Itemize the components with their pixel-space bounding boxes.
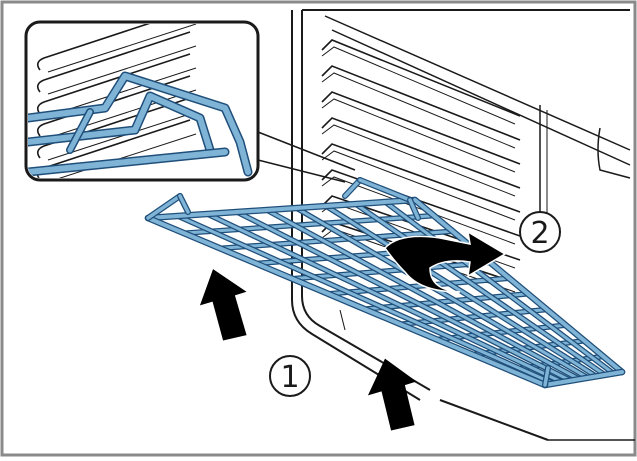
- side-rail-edge: [321, 98, 516, 173]
- side-rail-edge: [321, 124, 516, 197]
- shelf-hook-back-tip: [408, 198, 420, 220]
- side-rail: [321, 91, 521, 165]
- shelf-wire-long: [218, 229, 455, 250]
- shelf-wire-long: [507, 354, 605, 372]
- side-rail-edge: [321, 150, 516, 221]
- shelf-frame-front: [543, 370, 624, 387]
- inset-rail: [36, 31, 191, 93]
- arrow-up-icon: [367, 358, 417, 431]
- step-1-label: 1: [280, 360, 299, 395]
- side-rail-edge: [321, 176, 516, 245]
- shelf-wire-cross: [176, 214, 556, 386]
- shelf-wire-long: [399, 307, 549, 326]
- inset-rail-edge: [47, 24, 197, 73]
- side-rail-edge: [321, 46, 516, 125]
- shelf-wire-long: [363, 292, 530, 311]
- inset-rail: [36, 97, 191, 159]
- shelf-wire-cross: [235, 210, 573, 383]
- shelf-wire-long: [326, 276, 511, 296]
- detail-inset: [24, 20, 260, 182]
- shelf-frame-left: [146, 216, 547, 387]
- shelf-wire-long: [471, 339, 586, 357]
- shelf-wire-long: [435, 323, 568, 341]
- shelf-hook-left-tip: [178, 194, 190, 214]
- side-rail: [321, 117, 521, 189]
- step-2-badge: 2: [519, 211, 561, 253]
- shelf-hook-left: [146, 194, 182, 220]
- side-rail: [321, 65, 521, 141]
- shelf-wire-cross: [205, 212, 564, 384]
- inset-rail: [36, 75, 191, 137]
- step-2-label: 2: [530, 216, 549, 251]
- shelf-wire-long: [182, 214, 436, 235]
- side-rail-edge: [321, 72, 516, 149]
- arrow-up-icon: [199, 269, 247, 341]
- inset-rail-edge: [47, 45, 197, 95]
- curved-arrow-icon: [384, 230, 507, 293]
- shelf-frame-right: [413, 198, 624, 374]
- wire-shelf: [144, 177, 626, 389]
- side-rail: [321, 143, 521, 213]
- shelf-wire-long: [290, 261, 492, 281]
- shelf-hook-back-top: [358, 178, 412, 202]
- shelf-hook-back: [343, 178, 362, 198]
- shelf-foot-front: [543, 366, 550, 387]
- step-1-badge: 1: [269, 355, 311, 397]
- shelf-wire-cross: [383, 200, 615, 375]
- inset-shelf-hook: [28, 71, 253, 177]
- shelf-frame-back: [146, 198, 417, 220]
- callout-leader: [257, 131, 356, 183]
- shelf-wire-cross: [324, 204, 598, 378]
- shelf-wire-cross: [294, 206, 590, 380]
- side-rail: [321, 39, 521, 117]
- inset-rail: [36, 24, 191, 71]
- inset-rail-edge: [47, 89, 197, 139]
- shelf-wire-cross: [265, 208, 581, 381]
- shelf-wire-cross: [354, 202, 607, 377]
